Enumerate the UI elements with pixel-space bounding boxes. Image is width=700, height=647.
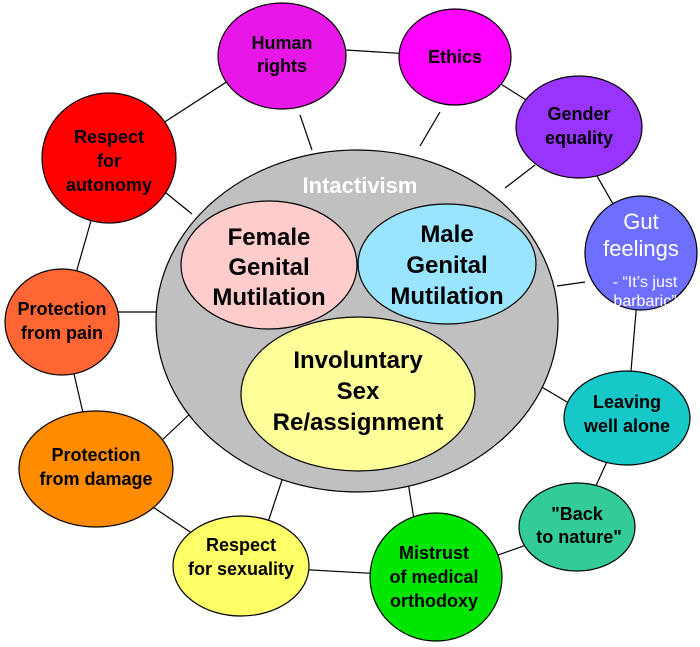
leaving-well-alone-bubble [563,370,691,466]
male-line-2: Genital [406,252,487,279]
sex-line-1: Involuntary [293,347,423,374]
gut-feelings-bubble [584,195,698,311]
female-line-1: Female [228,224,311,251]
male-genital-mutilation-bubble [357,203,537,325]
back-to-nature-bubble [518,482,636,572]
human-rights-bubble [217,2,347,110]
gut-feelings-quote-line-2: barbaric” [613,293,676,310]
mistrust-medical-orthodoxy-bubble [369,512,503,642]
sex-line-2: Sex [337,378,380,405]
respect-autonomy-line-2: for [97,151,121,171]
gut-feelings-line-1: Gut [623,209,658,234]
protection-pain-line-1: Protection [17,299,106,319]
respect-for-sexuality-bubble [172,515,310,617]
protection-from-pain-bubble [4,268,120,376]
female-line-3: Mutilation [212,284,325,311]
protection-pain-line-2: from pain [21,323,103,343]
male-line-1: Male [420,221,473,248]
sex-line-3: Re/assignment [273,409,444,436]
respect-autonomy-line-1: Respect [74,127,144,147]
female-genital-mutilation-bubble [180,200,358,330]
protection-from-damage-bubble [18,410,174,528]
gut-feelings-line-2: feelings [603,236,679,261]
respect-sexuality-line-1: Respect [206,535,276,555]
involuntary-sex-reassignment-bubble [240,316,476,472]
back-to-nature-line-1: "Back [551,504,604,524]
gender-equality-line-2: equality [545,128,613,148]
intactivism-title: Intactivism [303,173,418,198]
mistrust-line-1: Mistrust [399,543,469,563]
leaving-well-alone-line-1: Leaving [593,392,661,412]
ethics-label: Ethics [428,47,482,67]
gender-equality-bubble [515,75,643,179]
gut-feelings-quote-line-1: - “It’s just [613,274,678,291]
respect-autonomy-line-3: autonomy [66,175,152,195]
protection-damage-line-2: from damage [39,469,152,489]
respect-sexuality-line-2: for sexuality [188,559,294,579]
male-line-3: Mutilation [390,283,503,310]
respect-for-autonomy-bubble [41,92,177,224]
gender-equality-line-1: Gender [547,104,610,124]
mistrust-line-3: orthodoxy [390,591,478,611]
mistrust-line-2: of medical [389,567,478,587]
human-rights-line-1: Human [251,33,312,53]
leaving-well-alone-line-2: well alone [583,416,670,436]
ethics-bubble [398,8,512,106]
protection-damage-line-1: Protection [51,445,140,465]
female-line-2: Genital [228,254,309,281]
human-rights-line-2: rights [257,56,307,76]
back-to-nature-line-2: to nature" [536,527,622,547]
